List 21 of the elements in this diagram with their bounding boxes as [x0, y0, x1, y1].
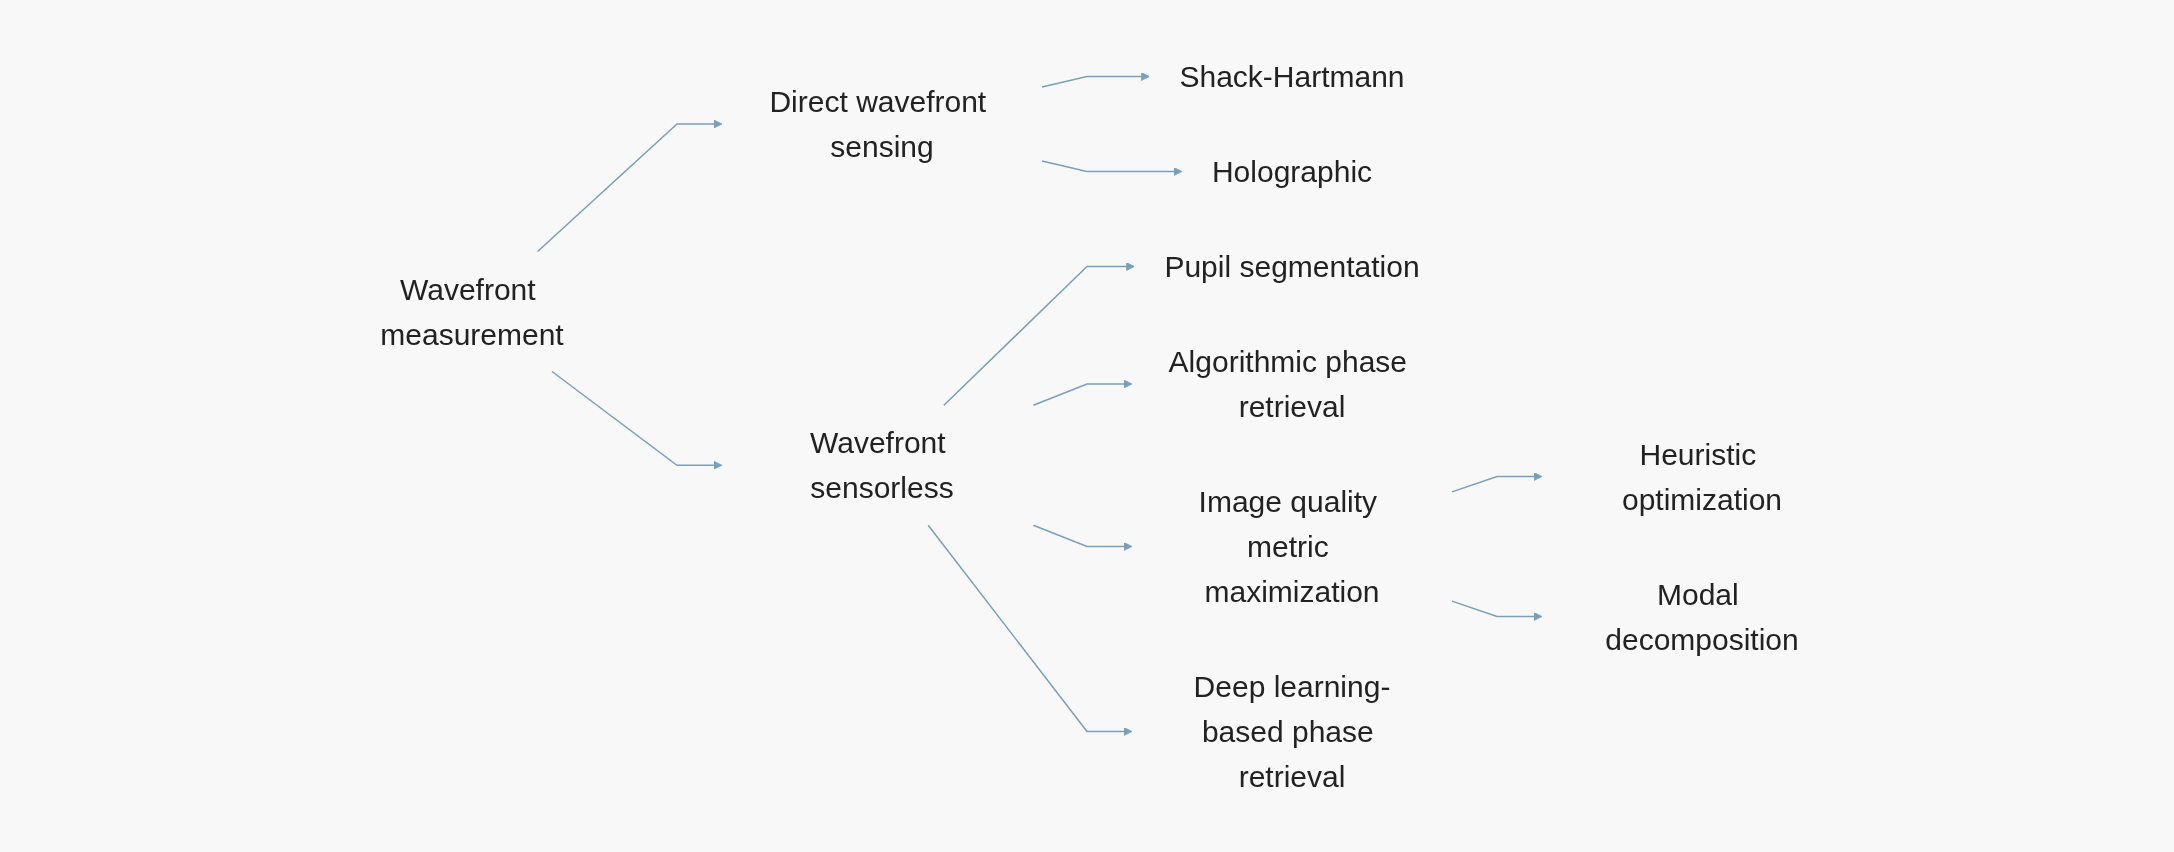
node-text: Modal decomposition — [1605, 577, 1799, 655]
node-text: Pupil segmentation — [1164, 249, 1420, 283]
node-text: Shack-Hartmann — [1179, 59, 1405, 93]
node-text: Algorithmic phase retrieval — [1168, 344, 1408, 423]
arrow — [536, 119, 723, 252]
node-text: Wavefront measurement — [380, 272, 564, 350]
arrow — [1032, 379, 1133, 406]
arrow — [943, 261, 1135, 406]
arrow — [1451, 599, 1543, 621]
arrow — [1041, 71, 1150, 88]
node-text: Deep learning-based phase retrieval — [1193, 669, 1391, 793]
arrow — [551, 370, 723, 470]
arrow — [1041, 159, 1183, 176]
node-text: Heuristic optimization — [1621, 437, 1783, 515]
node-text: Direct wavefront sensing — [769, 84, 987, 163]
node-text: Image quality metric maximization — [1198, 484, 1380, 608]
node-text: Wavefront sensorless — [810, 425, 954, 504]
arrow — [1451, 471, 1543, 493]
arrow — [1032, 524, 1133, 551]
node-text: Holographic — [1211, 154, 1373, 188]
arrow — [927, 524, 1133, 736]
